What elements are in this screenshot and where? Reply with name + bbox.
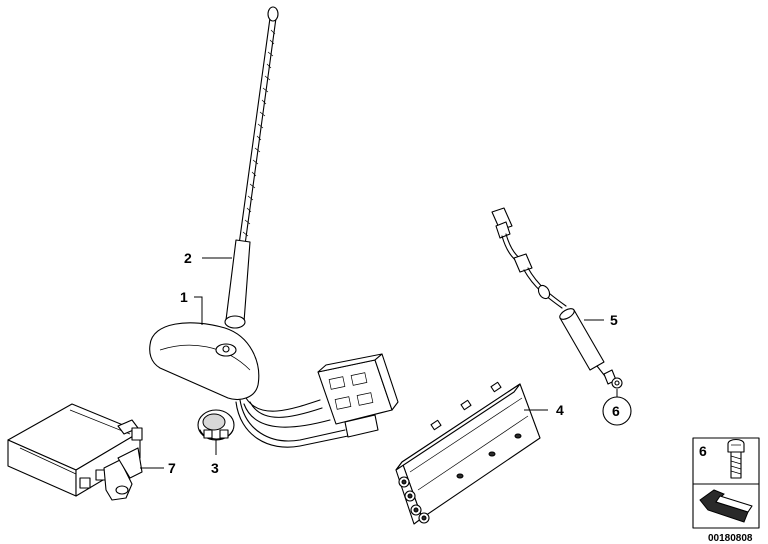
legend-item-frame [692,437,760,485]
legend-box: 6 00180808 [692,437,760,544]
control-module-part [7,403,143,501]
callout-label-5: 5 [610,312,618,328]
antenna-base-part [149,322,399,448]
callout-label-7: 7 [168,460,176,476]
callout-label-2: 2 [184,250,192,266]
leader-line-1 [194,296,203,325]
bracket-icon [699,489,753,523]
callout-label-6: 6 [612,403,620,419]
callout-label-3: 3 [211,460,219,476]
callout-circle-6 [602,396,632,426]
callout-label-4: 4 [556,402,564,418]
filter-cable-part [491,207,623,389]
amplifier-part [395,381,541,525]
gasket-part [197,409,235,441]
reference-code: 00180808 [708,533,753,544]
screw-icon [727,438,745,479]
callout-label-1: 1 [180,289,188,305]
legend-item-label: 6 [699,443,707,459]
antenna-mast-part [224,6,279,329]
